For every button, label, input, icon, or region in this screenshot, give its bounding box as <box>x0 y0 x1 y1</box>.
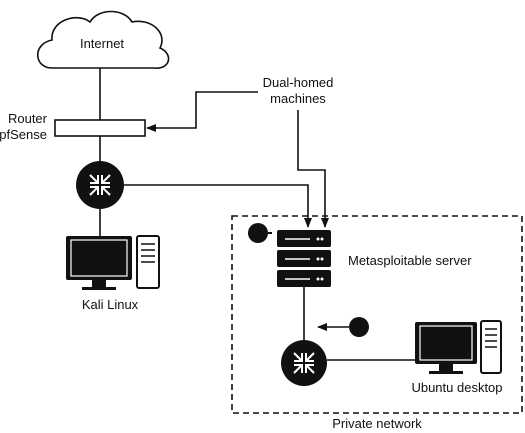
metasploitable-server-icon <box>277 230 331 287</box>
svg-text:1: 1 <box>254 226 261 241</box>
internet-label: Internet <box>80 36 124 51</box>
router-label: Router <box>8 111 48 126</box>
internet-cloud: Internet <box>36 10 170 69</box>
dual-homed-to-router-arrow <box>146 91 258 132</box>
ubuntu-computer-icon <box>415 320 502 374</box>
marker-1: 1 <box>248 223 272 243</box>
private-network-label: Private network <box>332 416 422 431</box>
metasploitable-label: Metasploitable server <box>348 253 472 268</box>
switch-to-server-arrow <box>124 184 312 228</box>
ubuntu-label: Ubuntu desktop <box>411 380 502 395</box>
kali-computer-icon <box>66 235 160 290</box>
dual-homed-to-server-arrow <box>297 110 329 228</box>
dual-homed-label: Dual-homed <box>263 75 334 90</box>
private-network-boundary <box>231 215 523 414</box>
marker-2: 2 <box>317 317 369 337</box>
router-switch-icon <box>76 161 124 209</box>
pfsense-label: pfSense <box>0 127 47 142</box>
router-pfsense-box <box>54 119 146 137</box>
machines-label: machines <box>270 91 326 106</box>
private-switch-icon <box>281 340 327 386</box>
kali-label: Kali Linux <box>82 297 139 312</box>
svg-text:2: 2 <box>355 320 362 335</box>
